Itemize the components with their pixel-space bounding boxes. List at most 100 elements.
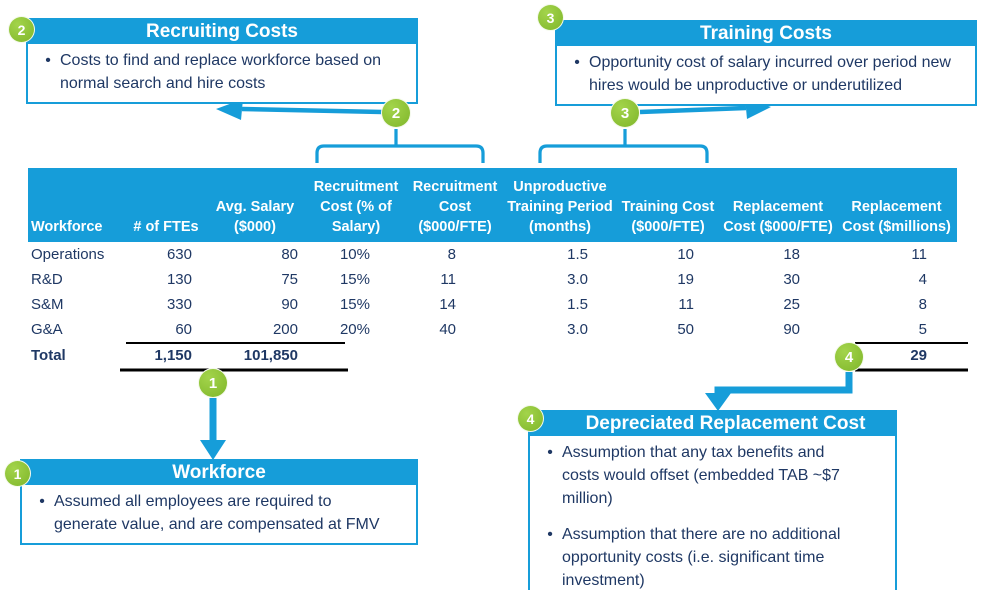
callout-recruiting-costs: Recruiting Costs Costs to find and repla… <box>26 18 418 104</box>
empty-cell <box>616 342 720 368</box>
bullet-icon <box>36 49 60 72</box>
bullet-icon <box>30 490 54 513</box>
total-ftes: 1,150 <box>154 346 192 364</box>
header-workforce: Workforce <box>28 168 128 242</box>
badge-1-connector: 1 <box>198 368 228 398</box>
total-salary: 101,850 <box>243 346 298 364</box>
callout-depreciated-title: Depreciated Replacement Cost <box>530 412 895 436</box>
cell: 11 <box>911 246 927 263</box>
arrow-to-workforce <box>200 398 226 460</box>
badge-4-box: 4 <box>517 405 544 432</box>
callout-recruiting-title: Recruiting Costs <box>28 20 416 44</box>
cell: 10% <box>339 246 370 263</box>
cell: 15% <box>339 296 370 313</box>
cell: 19 <box>677 271 694 288</box>
bullet-icon <box>538 441 562 464</box>
cell: 50 <box>677 321 694 338</box>
cell: 60 <box>175 321 192 338</box>
badge-3-connector: 3 <box>610 98 640 128</box>
bullet-icon <box>538 523 562 546</box>
bullet-text: Opportunity cost of salary incurred over… <box>589 54 951 94</box>
total-replacement-millions: 29 <box>910 346 927 364</box>
bullet-text: Assumption that any tax benefits and cos… <box>562 444 840 507</box>
cell: 25 <box>783 296 800 313</box>
callout-recruiting-body: Costs to find and replace workforce base… <box>28 44 416 102</box>
callout-workforce: Workforce Assumed all employees are requ… <box>20 459 418 545</box>
cell: 8 <box>918 296 927 313</box>
callout-workforce-title: Workforce <box>22 461 416 485</box>
empty-cell <box>406 342 504 368</box>
badge-2-connector: 2 <box>381 98 411 128</box>
header-avg-salary: Avg. Salary ($000) <box>204 168 306 242</box>
cell: 130 <box>166 271 192 288</box>
total-label: Total <box>31 346 66 364</box>
cell: 18 <box>783 246 800 263</box>
table-row-ga: G&A 60 200 20% 40 3.0 50 90 5 <box>28 317 957 342</box>
header-unproductive-period: Unproductive Training Period (months) <box>504 168 616 242</box>
cell: 3.0 <box>567 271 588 288</box>
bracket-recruitment-columns <box>315 129 485 163</box>
cell: R&D <box>31 271 63 288</box>
cell: 5 <box>918 321 927 338</box>
callout-workforce-body: Assumed all employees are required to ge… <box>22 485 416 543</box>
callout-depreciated-body: Assumption that any tax benefits and cos… <box>530 436 895 590</box>
header-training-cost: Training Cost ($000/FTE) <box>616 168 720 242</box>
callout-depreciated-replacement-cost: Depreciated Replacement Cost Assumption … <box>528 410 897 590</box>
callout-training-title: Training Costs <box>557 22 975 46</box>
cell: 630 <box>166 246 192 263</box>
cell: 90 <box>281 296 298 313</box>
arrow-to-depreciated <box>705 372 853 411</box>
table-header-row: Workforce # of FTEs Avg. Salary ($000) R… <box>28 168 957 242</box>
cell: 80 <box>281 246 298 263</box>
cell: G&A <box>31 321 63 338</box>
header-recruitment-pct: Recruitment Cost (% of Salary) <box>306 168 406 242</box>
cell: 1.5 <box>567 296 588 313</box>
bullet-item: Assumed all employees are required to ge… <box>30 490 410 536</box>
workforce-cost-table: Workforce # of FTEs Avg. Salary ($000) R… <box>28 168 957 368</box>
badge-3-box: 3 <box>537 4 564 31</box>
cell: 75 <box>281 271 298 288</box>
cell: 90 <box>783 321 800 338</box>
cell: 30 <box>783 271 800 288</box>
callout-training-costs: Training Costs Opportunity cost of salar… <box>555 20 977 106</box>
badge-1-box: 1 <box>4 460 31 487</box>
cell: 11 <box>440 271 456 288</box>
empty-cell <box>504 342 616 368</box>
cell: 8 <box>447 246 456 263</box>
cell: 4 <box>918 271 927 288</box>
badge-4-connector: 4 <box>834 342 864 372</box>
cell: 15% <box>339 271 370 288</box>
bullet-item: Costs to find and replace workforce base… <box>36 49 410 95</box>
cell: S&M <box>31 296 64 313</box>
cell: 1.5 <box>567 246 588 263</box>
cell: 3.0 <box>567 321 588 338</box>
bullet-text: Assumption that there are no additional … <box>562 526 841 589</box>
bracket-training-columns <box>538 129 709 163</box>
header-recruitment-cost: Recruitment Cost ($000/FTE) <box>406 168 504 242</box>
cell: 20% <box>339 321 370 338</box>
cell: 14 <box>439 296 456 313</box>
table-row-rd: R&D 130 75 15% 11 3.0 19 30 4 <box>28 267 957 292</box>
bullet-item: Assumption that there are no additional … <box>538 523 889 590</box>
cell: 330 <box>166 296 192 313</box>
bullet-icon <box>565 51 589 74</box>
bullet-text: Assumed all employees are required to ge… <box>54 493 380 533</box>
header-replacement-fte: Replacement Cost ($000/FTE) <box>720 168 836 242</box>
empty-cell <box>306 342 406 368</box>
cell: 10 <box>677 246 694 263</box>
header-replacement-millions: Replacement Cost ($millions) <box>836 168 957 242</box>
badge-2-box: 2 <box>8 16 35 43</box>
callout-training-body: Opportunity cost of salary incurred over… <box>557 46 975 104</box>
header-ftes: # of FTEs <box>128 168 204 242</box>
table-row-sm: S&M 330 90 15% 14 1.5 11 25 8 <box>28 292 957 317</box>
cell: 40 <box>439 321 456 338</box>
cell: 200 <box>272 321 298 338</box>
cell: Operations <box>31 246 105 263</box>
bullet-text: Costs to find and replace workforce base… <box>60 52 382 92</box>
cell: 11 <box>678 296 694 313</box>
bullet-item: Assumption that any tax benefits and cos… <box>538 441 889 510</box>
table-row-operations: Operations 630 80 10% 8 1.5 10 18 11 <box>28 242 957 267</box>
bullet-item: Opportunity cost of salary incurred over… <box>565 51 969 97</box>
empty-cell <box>720 342 836 368</box>
